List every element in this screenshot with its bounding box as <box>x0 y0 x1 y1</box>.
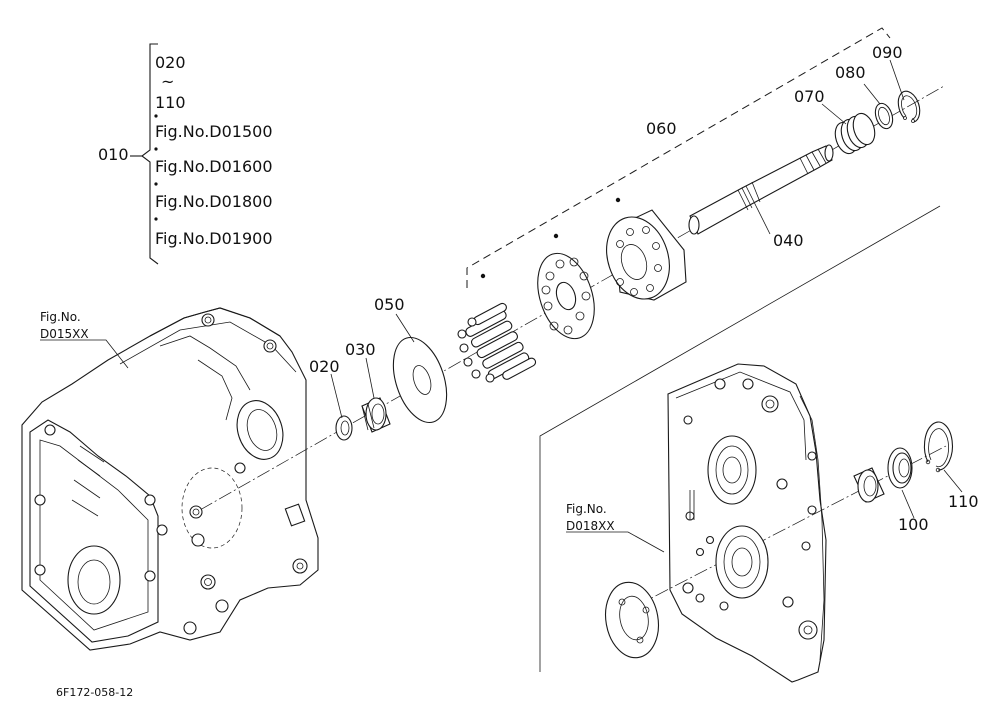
pump-cover <box>667 363 827 683</box>
part-070-spring <box>834 112 876 155</box>
part-cover-bearing <box>853 467 885 503</box>
part-label-100[interactable]: 100 <box>898 515 929 534</box>
part-110-snap-ring <box>923 421 953 473</box>
fig-ref-item: Fig.No.D01500 <box>155 122 273 141</box>
part-label-090[interactable]: 090 <box>872 43 903 62</box>
diagram-id: 6F172-058-12 <box>56 686 134 699</box>
range-end-label: 110 <box>155 93 186 112</box>
fig-ref-left-line2: D015XX <box>40 327 89 341</box>
leader-d018xx <box>566 531 665 553</box>
fig-ref-item: Fig.No.D01800 <box>155 192 273 211</box>
cover-flange-plate <box>605 581 659 659</box>
part-080-ring <box>874 102 894 130</box>
fig-ref-item: Fig.No.D01600 <box>155 157 273 176</box>
fig-ref-left-line1: Fig.No. <box>40 310 81 324</box>
fig-ref-right-line2: D018XX <box>566 519 615 533</box>
part-label-070[interactable]: 070 <box>794 87 825 106</box>
part-label-110[interactable]: 110 <box>948 492 979 511</box>
part-label-050[interactable]: 050 <box>374 295 405 314</box>
fig-ref-right-line1: Fig.No. <box>566 502 607 516</box>
label-leaders <box>330 59 963 519</box>
part-label-020[interactable]: 020 <box>309 357 340 376</box>
range-separator: ~ <box>161 72 175 91</box>
leader-d015xx <box>40 339 129 369</box>
part-040-shaft <box>688 144 834 235</box>
part-050-thrust-plate <box>392 336 448 424</box>
part-cylinder-block <box>606 197 687 301</box>
part-label-040[interactable]: 040 <box>773 231 804 250</box>
part-pistons <box>457 273 537 383</box>
transmission-housing <box>21 307 319 651</box>
part-030-bearing <box>361 397 391 433</box>
cover-frame <box>539 205 941 672</box>
part-020-washer <box>335 415 353 441</box>
part-label-030[interactable]: 030 <box>345 340 376 359</box>
assembly-bracket <box>130 43 159 265</box>
part-valve-plate <box>537 233 595 340</box>
part-label-080[interactable]: 080 <box>835 63 866 82</box>
assembly-010-label[interactable]: 010 <box>98 145 129 164</box>
part-090-snap-ring <box>897 90 921 123</box>
part-label-060[interactable]: 060 <box>646 119 677 138</box>
fig-ref-item: Fig.No.D01900 <box>155 229 273 248</box>
range-start-label: 020 <box>155 53 186 72</box>
part-100-oil-seal <box>887 447 913 489</box>
